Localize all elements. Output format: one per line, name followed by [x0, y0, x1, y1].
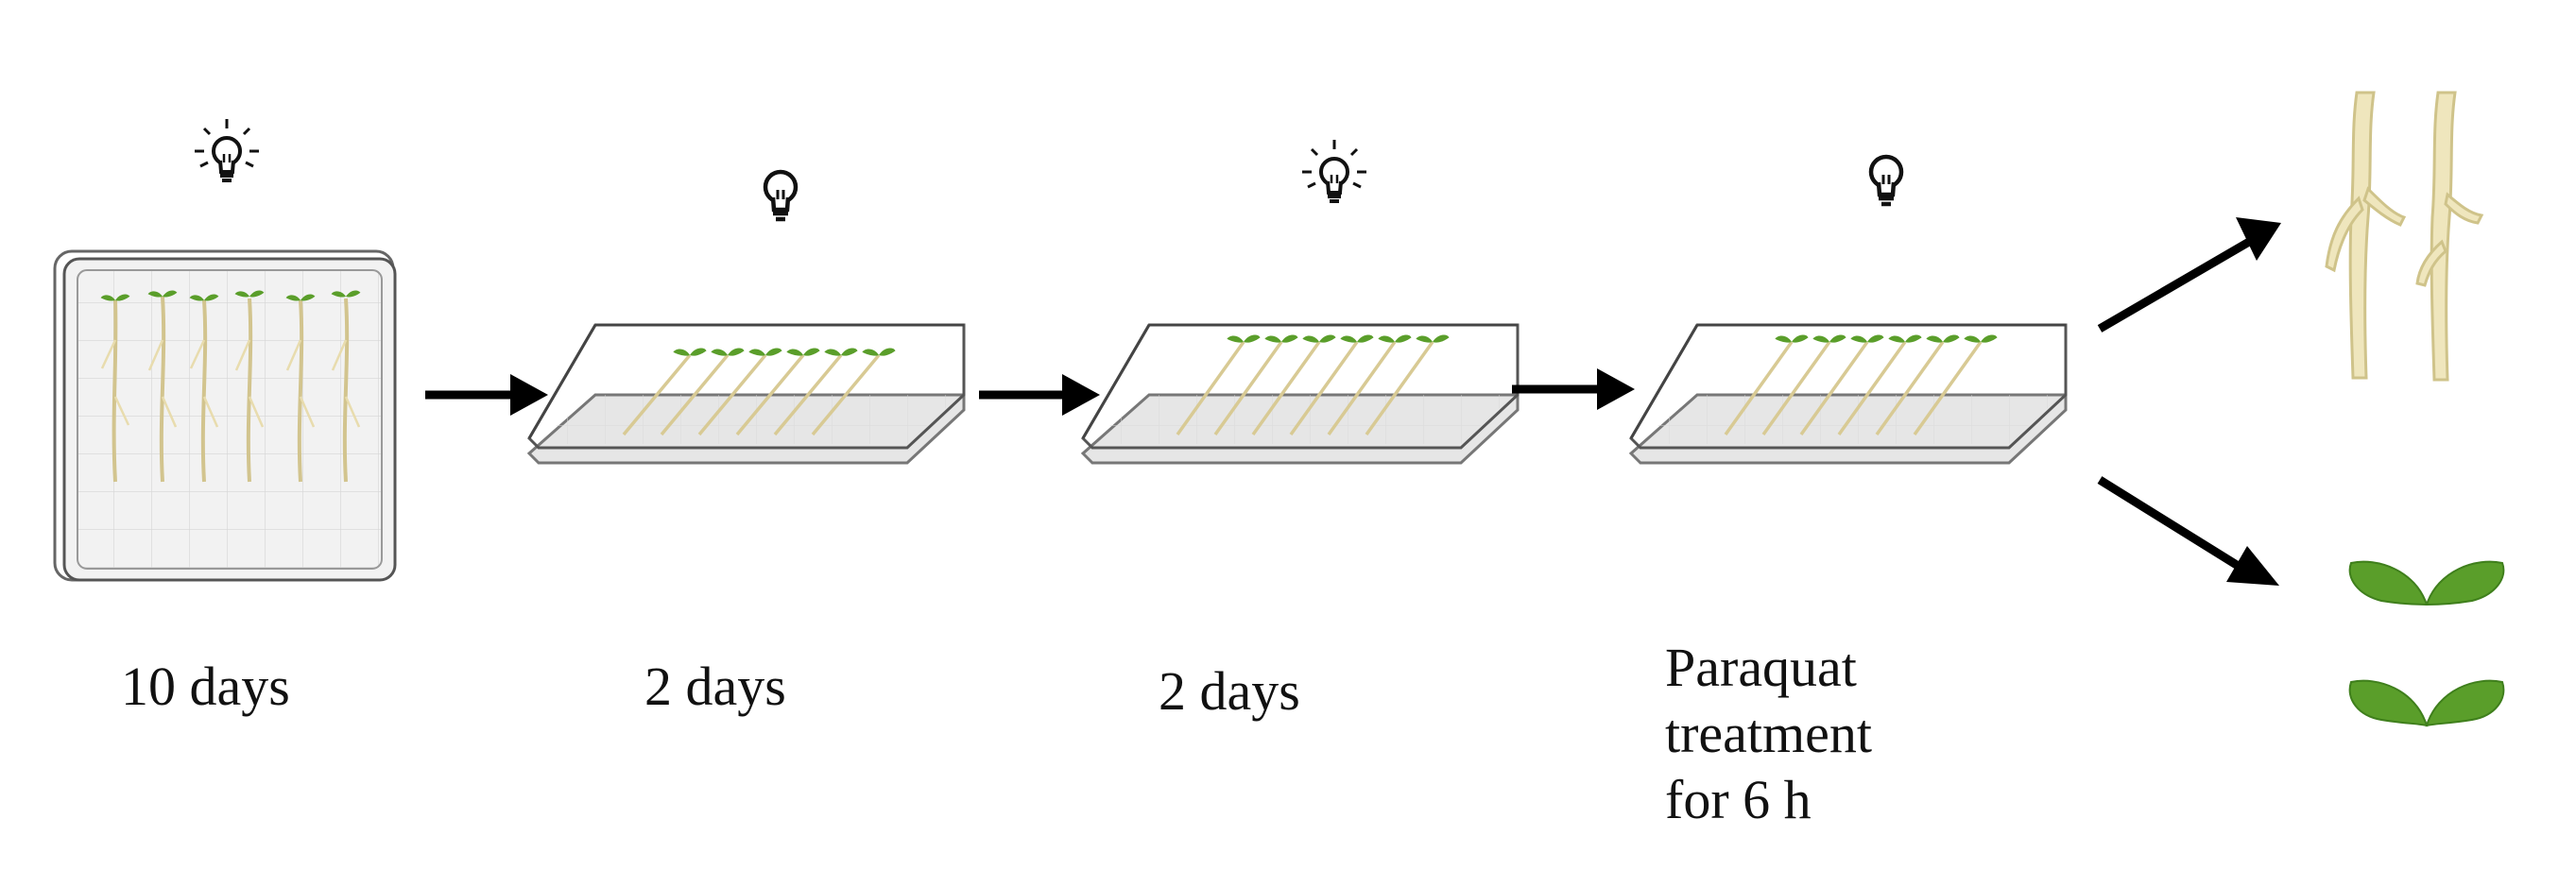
tilted-plate-step-4 — [1628, 323, 2068, 465]
arrow-right-icon — [425, 374, 548, 416]
step-4-label-line: for 6 h — [1665, 769, 1812, 830]
arrow-right-icon — [979, 374, 1100, 416]
lightbulb-on-icon — [193, 117, 261, 182]
arrow-down-right-icon — [2097, 476, 2279, 586]
shoot-sample — [2348, 560, 2505, 727]
lightbulb-on-icon — [1300, 138, 1368, 203]
step-2-duration-label: 2 days — [644, 656, 786, 717]
lightbulb-off-icon — [765, 172, 796, 219]
tilted-plate-step-2 — [526, 323, 966, 465]
arrow-right-icon — [1512, 368, 1635, 410]
step-3-duration-label: 2 days — [1159, 660, 1300, 722]
step-4-label-line: treatment — [1665, 703, 1873, 764]
step-1-duration-label: 10 days — [121, 656, 290, 717]
vertical-plate — [53, 249, 397, 582]
step-4-label-line: Paraquat — [1665, 637, 1857, 698]
tilted-plate-step-3 — [1080, 323, 1520, 465]
arrow-up-right-icon — [2097, 217, 2281, 333]
step-4-treatment-label: Paraquat treatment for 6 h — [1665, 635, 1872, 833]
lightbulb-off-icon — [1871, 157, 1901, 204]
root-sample — [2325, 91, 2484, 382]
